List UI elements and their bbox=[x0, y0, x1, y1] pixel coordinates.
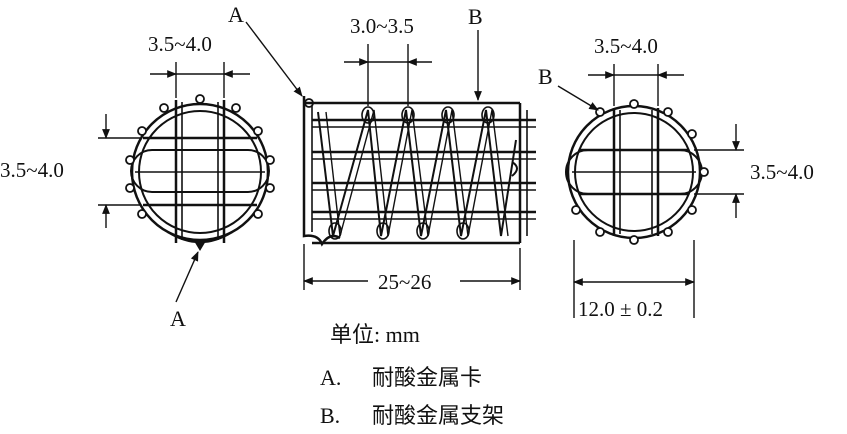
left-side-dimension: 3.5~4.0 bbox=[0, 158, 64, 182]
right-end-view bbox=[565, 104, 703, 240]
middle-bottom-dimension: 25~26 bbox=[378, 270, 431, 294]
right-rod-dots bbox=[571, 99, 709, 245]
legend-item-b-text: 耐酸金属支架 bbox=[372, 404, 504, 429]
legend-unit-label: 单位 bbox=[330, 323, 374, 348]
left-top-dimension: 3.5~4.0 bbox=[148, 32, 212, 56]
legend-unit: 单位: mm bbox=[330, 322, 420, 348]
legend-item-a-text: 耐酸金属卡 bbox=[372, 366, 482, 391]
left-dimension-lines bbox=[98, 62, 250, 228]
right-dimension-lines bbox=[557, 64, 744, 318]
middle-top-dimension: 3.0~3.5 bbox=[350, 14, 414, 38]
label-a-top: A bbox=[228, 2, 244, 27]
left-end-view bbox=[130, 100, 270, 251]
legend-item-b-key: B. bbox=[320, 403, 340, 428]
legend: 单位: mm A. 耐酸金属卡 B. 耐酸金属支架 bbox=[320, 322, 504, 429]
label-b-right: B bbox=[538, 64, 553, 89]
label-b-middle: B bbox=[468, 4, 483, 29]
right-side-dimension: 3.5~4.0 bbox=[750, 160, 814, 184]
legend-item-a-key: A. bbox=[320, 365, 341, 390]
label-a-bottom: A bbox=[170, 306, 186, 331]
legend-unit-value: : mm bbox=[374, 322, 420, 347]
right-top-dimension: 3.5~4.0 bbox=[594, 34, 658, 58]
left-rod-dots bbox=[125, 94, 275, 219]
middle-side-view bbox=[302, 96, 536, 247]
middle-dimension-lines bbox=[245, 21, 521, 290]
right-bottom-dimension: 12.0 ± 0.2 bbox=[578, 297, 663, 321]
